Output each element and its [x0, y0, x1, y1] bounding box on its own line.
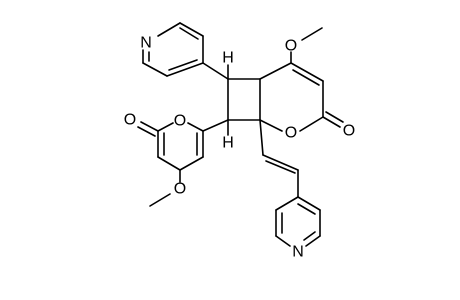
bond-ring-right-4: [299, 116, 324, 132]
bond-ring-right-1: [259, 62, 292, 80]
bond-carbonyl-left-1: [140, 121, 159, 132]
bond-pyridyl-bottom-6: [297, 196, 321, 211]
bond-ring-right-2: [290, 62, 324, 82]
bond-ring-left-link: [202, 119, 229, 132]
bond-pyridyl-bottom-4: [305, 235, 321, 247]
bond-ring-right-2-double: [292, 69, 320, 86]
bond-pyridyl-top-2: [179, 22, 204, 37]
bond-pyridyl-top-5: [142, 62, 168, 77]
atom-o-methoxy-top: O: [285, 38, 297, 55]
bond-vinyl-2-double: [265, 160, 296, 174]
bond-pyridyl-bottom-4-double: [303, 231, 316, 241]
atom-n-pyridine-bottom: N: [292, 244, 304, 261]
atom-o-carbonyl-right: O: [343, 123, 355, 140]
atom-o-ring-right: O: [285, 125, 297, 142]
bond-pyridyl-top-link: [202, 62, 229, 80]
bond-carbonyl-left-2: [137, 126, 156, 137]
bond-vinyl-1: [259, 119, 264, 156]
atom-labels: O O O O O O N N H H: [124, 35, 355, 261]
bond-vinyl-2: [262, 154, 299, 171]
atom-h-bottom: H: [222, 135, 234, 152]
bond-ring-left-3: [157, 156, 181, 171]
bond-pyridyl-top-3: [157, 22, 181, 37]
bond-pyridyl-top-2-double: [179, 27, 199, 40]
bond-ring-left-2: [179, 156, 204, 171]
bond-methoxy-top-2: [301, 27, 323, 41]
bond-pyridyl-top-6-double: [168, 59, 198, 71]
atom-n-pyridine-top: N: [140, 35, 152, 52]
atom-o-ring-left: O: [174, 113, 186, 130]
atom-h-top: H: [222, 50, 234, 67]
bond-ring-left-5: [157, 122, 174, 132]
bond-carbonyl-right-1: [322, 116, 341, 128]
bond-methoxy-bottom-2: [149, 193, 171, 207]
bond-carbonyl-right-2: [325, 111, 344, 123]
bond-pyridyl-top-6: [166, 62, 204, 77]
bond-pyridyl-bottom-6-double: [297, 203, 316, 215]
bond-ring-left-6: [187, 122, 204, 132]
atom-o-carbonyl-left: O: [124, 112, 136, 129]
atom-o-methoxy-bottom: O: [174, 181, 186, 198]
bond-pyridyl-bottom-1: [275, 196, 299, 211]
bond-pyridyl-bottom-3: [275, 235, 291, 247]
bond-ring-right-5: [259, 119, 283, 132]
bonds: [137, 22, 344, 247]
